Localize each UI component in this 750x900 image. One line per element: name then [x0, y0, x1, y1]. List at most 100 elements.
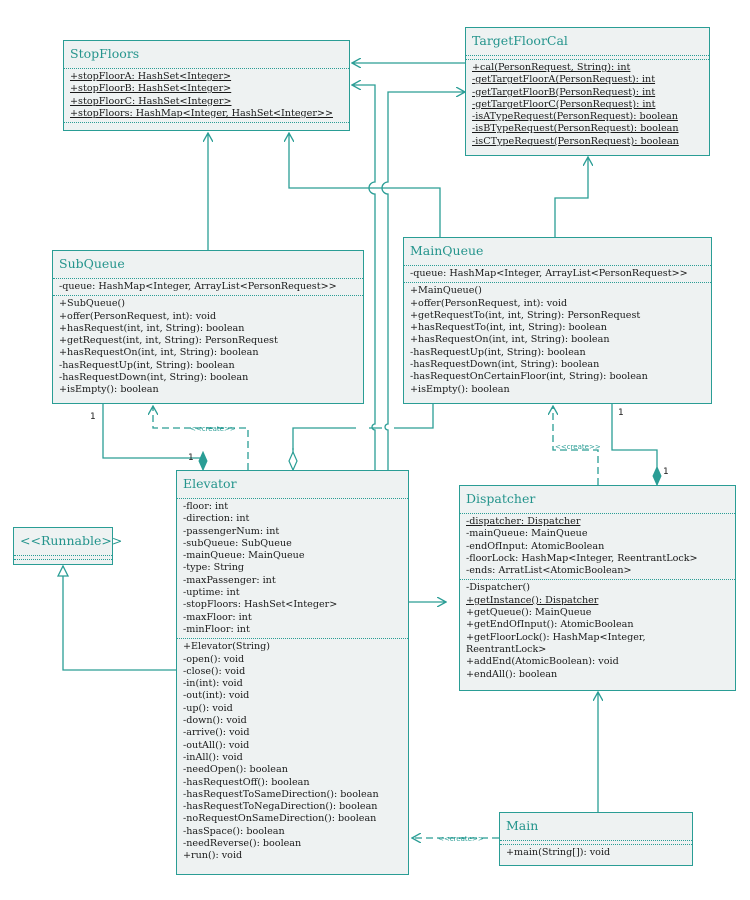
elevator-realizes-runnable-line: [63, 566, 176, 671]
operation: -isBTypeRequest(PersonRequest): boolean: [472, 123, 679, 135]
operation: +SubQueue(): [59, 298, 125, 310]
operation: +hasRequestOn(int, int, String): boolean: [410, 334, 610, 346]
operation: -out(int): void: [183, 690, 250, 702]
main-create-label: <<create>>: [438, 835, 484, 843]
operation: -isATypeRequest(PersonRequest): boolean: [472, 111, 678, 123]
interface-runnable: <<Runnable>>: [13, 527, 123, 565]
operation: +getInstance(): Dispatcher: [466, 594, 599, 606]
class-mainqueue: MainQueue -queue: HashMap<Integer, Array…: [403, 237, 712, 404]
operation: -up(): void: [183, 702, 233, 714]
operation: +hasRequestOn(int, int, String): boolean: [59, 347, 259, 359]
attribute: -dispatcher: Dispatcher: [466, 516, 581, 527]
operation: +main(String[]): void: [506, 847, 611, 858]
operations-section: +SubQueue() +offer(PersonRequest, int): …: [53, 295, 363, 398]
attribute: +stopFloors: HashMap<Integer, HashSet<In…: [70, 107, 333, 119]
mainqueue-multiplicity-label: 1: [618, 408, 624, 418]
operation: -getTargetFloorA(PersonRequest): int: [472, 74, 656, 86]
class-name: <<Runnable>>: [20, 533, 123, 548]
subqueue-create-dependency-line: [153, 406, 249, 470]
operation: -needOpen(): boolean: [183, 764, 288, 776]
attributes-section: [14, 555, 112, 559]
class-elevator: Elevator -floor: int -direction: int -pa…: [176, 470, 409, 875]
operation: -hasSpace(): boolean: [183, 825, 285, 837]
dispatcher-create-dependency-line: [553, 406, 599, 485]
attribute: -mainQueue: MainQueue: [183, 550, 305, 562]
elevator-subqueue-multiplicity-label: 1: [188, 453, 194, 463]
attribute: -passengerNum: int: [183, 525, 280, 537]
attribute: -stopFloors: HashSet<Integer>: [183, 599, 338, 611]
operation: ReentrantLock>: [466, 643, 547, 655]
class-name: SubQueue: [59, 256, 125, 271]
operation: +isEmpty(): boolean: [59, 384, 159, 396]
attribute: -subQueue: SubQueue: [183, 537, 292, 549]
subqueue-elevator-composition-line: [102, 403, 203, 470]
operations-section: [14, 559, 112, 560]
operation: -outAll(): void: [183, 739, 250, 751]
attribute: -floor: int: [183, 501, 229, 512]
operations-section: +Elevator(String) -open(): void -close()…: [177, 638, 408, 864]
operation: +endAll(): boolean: [466, 668, 558, 680]
operation: +hasRequest(int, int, String): boolean: [59, 322, 245, 334]
attribute: -direction: int: [183, 513, 250, 525]
operation: +addEnd(AtomicBoolean): void: [466, 656, 619, 668]
operations-section: [64, 122, 349, 126]
attribute: +stopFloorC: HashSet<Integer>: [70, 95, 232, 107]
attributes-section: -floor: int -direction: int -passengerNu…: [177, 498, 408, 638]
operation: -down(): void: [183, 715, 247, 727]
attributes-section: [466, 55, 709, 59]
attribute: -queue: HashMap<Integer, ArrayList<Perso…: [59, 281, 337, 292]
mainqueue-create-label: <<create>>: [555, 443, 601, 451]
operation: +run(): void: [183, 850, 243, 862]
attribute: -ends: ArratList<AtomicBoolean>: [466, 565, 632, 577]
class-dispatcher: Dispatcher -dispatcher: Dispatcher -main…: [459, 485, 736, 691]
operations-section: -Dispatcher() +getInstance(): Dispatcher…: [460, 579, 735, 682]
operation: +isEmpty(): boolean: [410, 383, 510, 395]
operation: +offer(PersonRequest, int): void: [410, 297, 568, 309]
mainqueue-to-targetfloorcal-line: [554, 157, 588, 237]
class-name: Elevator: [183, 476, 237, 491]
operation: +hasRequestTo(int, int, String): boolean: [410, 322, 607, 334]
operation: -hasRequestToNegaDirection(): boolean: [183, 801, 378, 813]
operation: -close(): void: [183, 665, 246, 677]
operation: -hasRequestOnCertainFloor(int, String): …: [410, 371, 648, 383]
subqueue-multiplicity-label: 1: [90, 412, 96, 422]
mainqueue-to-stopfloors-line: [289, 133, 441, 237]
operation: +getQueue(): MainQueue: [466, 607, 592, 619]
attribute: -mainQueue: MainQueue: [466, 528, 588, 540]
attribute: +stopFloorB: HashSet<Integer>: [70, 83, 232, 95]
operation: -open(): void: [183, 653, 245, 665]
operation: +offer(PersonRequest, int): void: [59, 310, 217, 322]
operation: -needReverse(): boolean: [183, 838, 302, 850]
operation: -in(int): void: [183, 678, 243, 690]
operation: -arrive(): void: [183, 727, 250, 739]
operation: -inAll(): void: [183, 751, 243, 763]
operation: +getFloorLock(): HashMap<Integer,: [466, 631, 646, 643]
attributes-section: -queue: HashMap<Integer, ArrayList<Perso…: [53, 278, 363, 295]
class-stopfloors: StopFloors +stopFloorA: HashSet<Integer>…: [63, 40, 350, 131]
operation: -isCTypeRequest(PersonRequest): boolean: [472, 135, 679, 147]
attributes-section: -queue: HashMap<Integer, ArrayList<Perso…: [404, 265, 711, 282]
operation: -getTargetFloorC(PersonRequest): int: [472, 98, 656, 110]
elevator-to-stopfloors-line: [352, 85, 376, 470]
attributes-section: -dispatcher: Dispatcher -mainQueue: Main…: [460, 513, 735, 579]
subqueue-create-label: <<create>>: [190, 425, 236, 433]
class-name: TargetFloorCal: [472, 33, 568, 48]
class-subqueue: SubQueue -queue: HashMap<Integer, ArrayL…: [52, 250, 364, 404]
attribute: -maxFloor: int: [183, 611, 252, 623]
attributes-section: [500, 840, 692, 844]
operation: +getEndOfInput(): AtomicBoolean: [466, 619, 634, 631]
mainqueue-dispatcher-composition-line: [611, 403, 657, 485]
attribute: -maxPassenger: int: [183, 574, 276, 586]
operation: -hasRequestToSameDirection(): boolean: [183, 788, 379, 800]
operations-section: +MainQueue() +offer(PersonRequest, int):…: [404, 282, 711, 398]
operation: -getTargetFloorB(PersonRequest): int: [472, 86, 656, 98]
operations-section: +main(String[]): void: [500, 844, 692, 861]
operations-section: +cal(PersonRequest, String): int -getTar…: [466, 59, 709, 150]
attribute: +stopFloorA: HashSet<Integer>: [70, 71, 232, 82]
operation: -Dispatcher(): [466, 582, 530, 594]
attributes-section: +stopFloorA: HashSet<Integer> +stopFloor…: [64, 68, 349, 122]
class-targetfloorcal: TargetFloorCal +cal(PersonRequest, Strin…: [465, 27, 710, 156]
class-name: MainQueue: [410, 243, 484, 258]
attribute: -queue: HashMap<Integer, ArrayList<Perso…: [410, 268, 688, 279]
attribute: -type: String: [183, 562, 245, 574]
